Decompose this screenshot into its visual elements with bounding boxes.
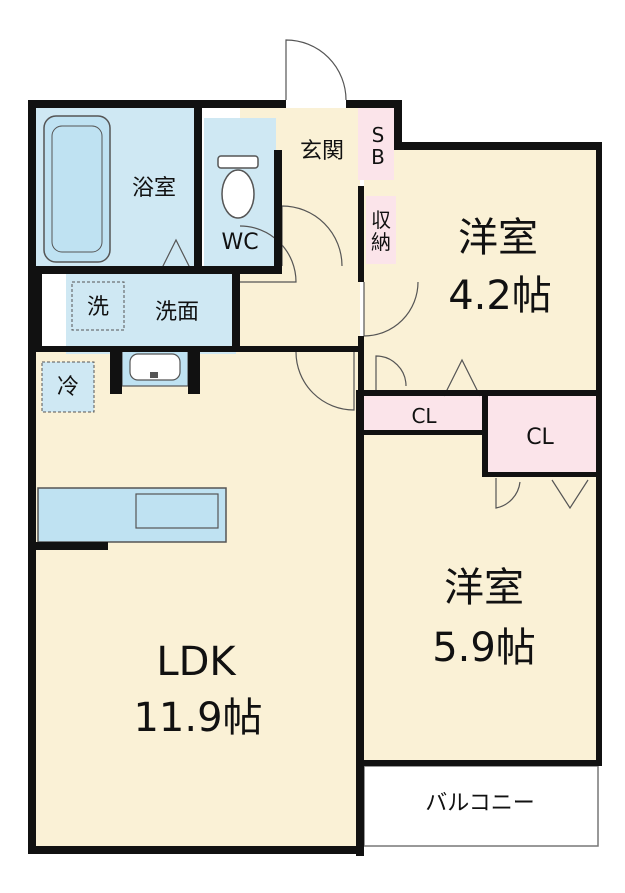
kitchen-sink: [135, 493, 219, 529]
walls: [28, 100, 602, 856]
wall-bath-south: [36, 266, 282, 274]
balcony-label: バルコニー: [425, 791, 535, 816]
closet-b-door: [495, 478, 521, 509]
closet-b-fold: [551, 479, 589, 510]
closet-a-fold: [443, 358, 481, 397]
toilet-tank: [217, 155, 259, 169]
closet-a-label: CL: [411, 404, 437, 428]
balcony-floor: [363, 765, 599, 847]
shoe-box-line2: B: [371, 145, 385, 169]
wall-north-right: [394, 142, 602, 150]
fixtures: [37, 115, 259, 543]
ldk-size: 11.9帖: [133, 695, 263, 741]
wall-west-thick: [28, 270, 42, 350]
wall-east: [596, 142, 602, 762]
western-north-name: 洋室: [458, 215, 538, 261]
wall-shoebox-east: [394, 100, 402, 150]
wall-north-mid: [346, 100, 402, 108]
entrance-door: [285, 39, 347, 101]
bath-label: 浴室: [131, 176, 177, 201]
western-north-size: 4.2帖: [448, 273, 552, 319]
shoe-box-label: S B: [371, 124, 385, 168]
wc-door: [281, 205, 343, 267]
ldk-floor: [36, 350, 362, 846]
washer-label: 洗: [86, 295, 110, 320]
closet-b-label: CL: [526, 425, 554, 450]
wall-sink-right: [188, 346, 200, 394]
wall-closet-divider: [482, 390, 488, 476]
storage-line1: 収: [371, 208, 391, 232]
wall-wc-east: [274, 150, 282, 272]
wall-closet-a-south: [358, 430, 488, 435]
closet-a-fill: [364, 396, 482, 432]
western-south-size: 5.9帖: [432, 625, 536, 671]
washer-box: [71, 281, 125, 331]
western-south-name: 洋室: [444, 565, 524, 611]
sink-basin: [129, 353, 181, 381]
wall-south: [28, 846, 364, 854]
wall-east-south: [356, 760, 602, 766]
wall-mid-horizontal: [358, 390, 602, 396]
wc-label: WC: [221, 230, 259, 255]
shoe-box-fill: [358, 108, 394, 180]
wall-west: [28, 100, 36, 854]
storage-line2: 納: [371, 230, 391, 254]
entrance-label: 玄関: [299, 139, 345, 164]
wall-hall-east-low: [358, 336, 364, 396]
wall-ldk-east: [356, 390, 364, 856]
wall-hall-east: [358, 186, 364, 282]
wall-bath-wc: [194, 100, 202, 274]
closet-b-fill: [488, 396, 596, 472]
wall-sink-left: [110, 346, 122, 394]
sink-faucet: [150, 372, 158, 378]
storage-fill: [366, 196, 396, 264]
western-north-door: [363, 281, 419, 337]
western-north-floor: [364, 150, 596, 395]
shoe-box-line1: S: [371, 123, 385, 147]
toilet-bowl: [221, 169, 255, 219]
washroom-label: 洗面: [154, 300, 200, 325]
bathtub-inner: [51, 125, 103, 253]
fridge-box: [41, 361, 95, 413]
closet-a-door: [375, 355, 407, 396]
wall-north-left: [28, 100, 286, 108]
wall-closet-b-south: [482, 472, 602, 477]
storage-label: 収 納: [371, 209, 391, 253]
ldk-name: LDK: [156, 639, 236, 685]
wall-wash-east: [232, 274, 240, 352]
ldk-door: [295, 351, 355, 411]
fridge-label: 冷: [56, 375, 80, 400]
bathtub: [43, 115, 111, 263]
wall-kitchen-stub: [36, 542, 108, 550]
bath-door-mark: [161, 238, 191, 269]
